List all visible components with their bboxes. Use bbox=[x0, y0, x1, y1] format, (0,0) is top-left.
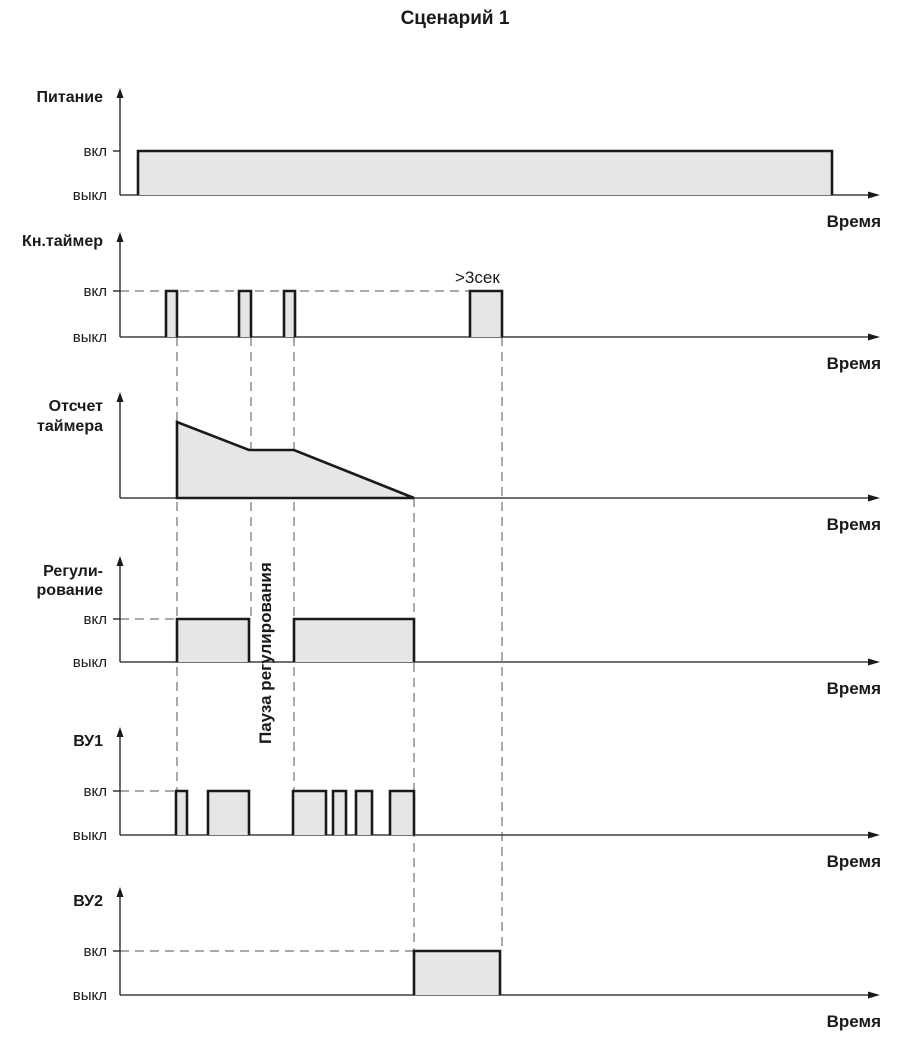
on-level-label: вкл bbox=[84, 143, 107, 160]
x-axis-arrow-icon bbox=[868, 333, 880, 341]
row-label: ВУ1 bbox=[73, 733, 103, 750]
pause-label: Пауза регулирования bbox=[256, 562, 275, 744]
time-axis-label: Время bbox=[827, 515, 881, 534]
signal-pulse bbox=[388, 789, 416, 835]
time-axis-label: Время bbox=[827, 852, 881, 871]
signal-pulse bbox=[164, 289, 179, 337]
y-axis-arrow-icon bbox=[116, 232, 124, 242]
signal-pulse bbox=[136, 149, 834, 195]
signal-pulse bbox=[331, 789, 348, 835]
signal-pulse bbox=[468, 289, 504, 337]
y-axis-arrow-icon bbox=[116, 556, 124, 566]
on-level-label: вкл bbox=[84, 783, 107, 800]
off-level-label: выкл bbox=[73, 987, 107, 1004]
x-axis-arrow-icon bbox=[868, 494, 880, 502]
y-axis-arrow-icon bbox=[116, 727, 124, 737]
row-label: Отсчет bbox=[49, 398, 104, 415]
signal-pulse bbox=[412, 949, 502, 995]
y-axis-arrow-icon bbox=[116, 392, 124, 402]
off-level-label: выкл bbox=[73, 329, 107, 346]
duration-note: >3сек bbox=[455, 268, 500, 287]
signal-pulse bbox=[237, 289, 253, 337]
time-axis-label: Время bbox=[827, 679, 881, 698]
row-label: Кн.таймер bbox=[22, 233, 103, 250]
signal-pulse bbox=[174, 789, 189, 835]
time-axis-label: Время bbox=[827, 1012, 881, 1031]
row-label: таймера bbox=[37, 418, 103, 435]
x-axis-arrow-icon bbox=[868, 191, 880, 199]
signal-pulse bbox=[354, 789, 374, 835]
on-level-label: вкл bbox=[84, 943, 107, 960]
off-level-label: выкл bbox=[73, 187, 107, 204]
on-level-label: вкл bbox=[84, 283, 107, 300]
signal-pulse bbox=[282, 289, 297, 337]
time-axis-label: Время bbox=[827, 212, 881, 231]
off-level-label: выкл bbox=[73, 827, 107, 844]
timer-countdown-ramp bbox=[175, 420, 415, 500]
row-label: ВУ2 bbox=[73, 893, 103, 910]
signal-pulse bbox=[291, 789, 328, 835]
signal-pulse bbox=[292, 617, 416, 662]
row-label: Регули- bbox=[43, 563, 103, 580]
row-label: Питание bbox=[37, 89, 104, 106]
signal-rows: ПитаниеВремявклвыклКн.таймерВремявклвыкл… bbox=[22, 88, 881, 1031]
signal-pulse bbox=[206, 789, 251, 835]
y-axis-arrow-icon bbox=[116, 887, 124, 897]
y-axis-arrow-icon bbox=[116, 88, 124, 98]
row-label: рование bbox=[37, 582, 104, 599]
time-axis-label: Время bbox=[827, 354, 881, 373]
x-axis-arrow-icon bbox=[868, 831, 880, 839]
on-level-label: вкл bbox=[84, 611, 107, 628]
x-axis-arrow-icon bbox=[868, 658, 880, 666]
signal-pulse bbox=[175, 617, 251, 662]
diagram-title: Сценарий 1 bbox=[401, 8, 510, 29]
x-axis-arrow-icon bbox=[868, 991, 880, 999]
off-level-label: выкл bbox=[73, 654, 107, 671]
